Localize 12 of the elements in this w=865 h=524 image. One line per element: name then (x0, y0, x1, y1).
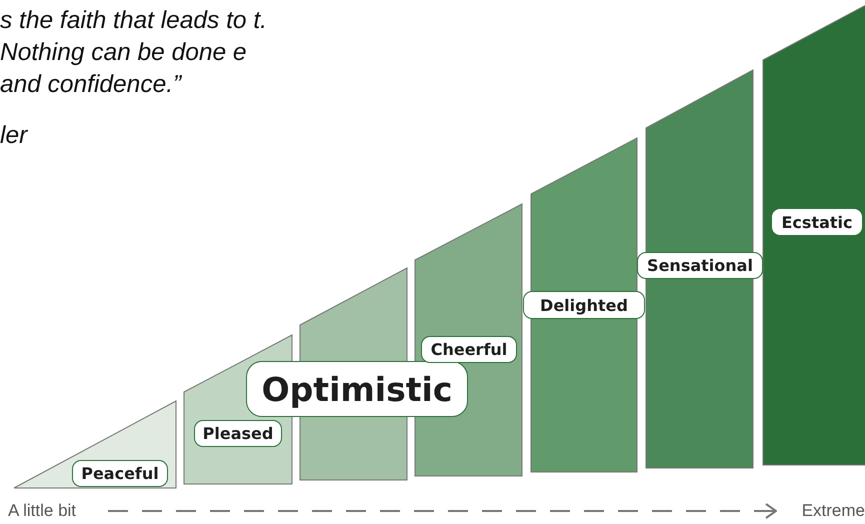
scale-end-label: A little bit (8, 500, 108, 522)
emotion-label: Ecstatic (771, 208, 863, 236)
emotion-label: Sensational (637, 252, 763, 279)
emotion-label: Cheerful (421, 336, 517, 363)
scale-arrow (108, 503, 777, 519)
quote-text: ler (0, 121, 29, 151)
emotion-label: Peaceful (72, 460, 168, 487)
scale-end-label: Extreme (776, 500, 865, 522)
emotion-label: Delighted (523, 291, 645, 319)
quote-text: s the faith that leads to t. Nothing can be done e and confidence.” (0, 6, 268, 100)
emotion-label: Optimistic (246, 361, 468, 417)
emotion-label: Pleased (194, 420, 282, 447)
